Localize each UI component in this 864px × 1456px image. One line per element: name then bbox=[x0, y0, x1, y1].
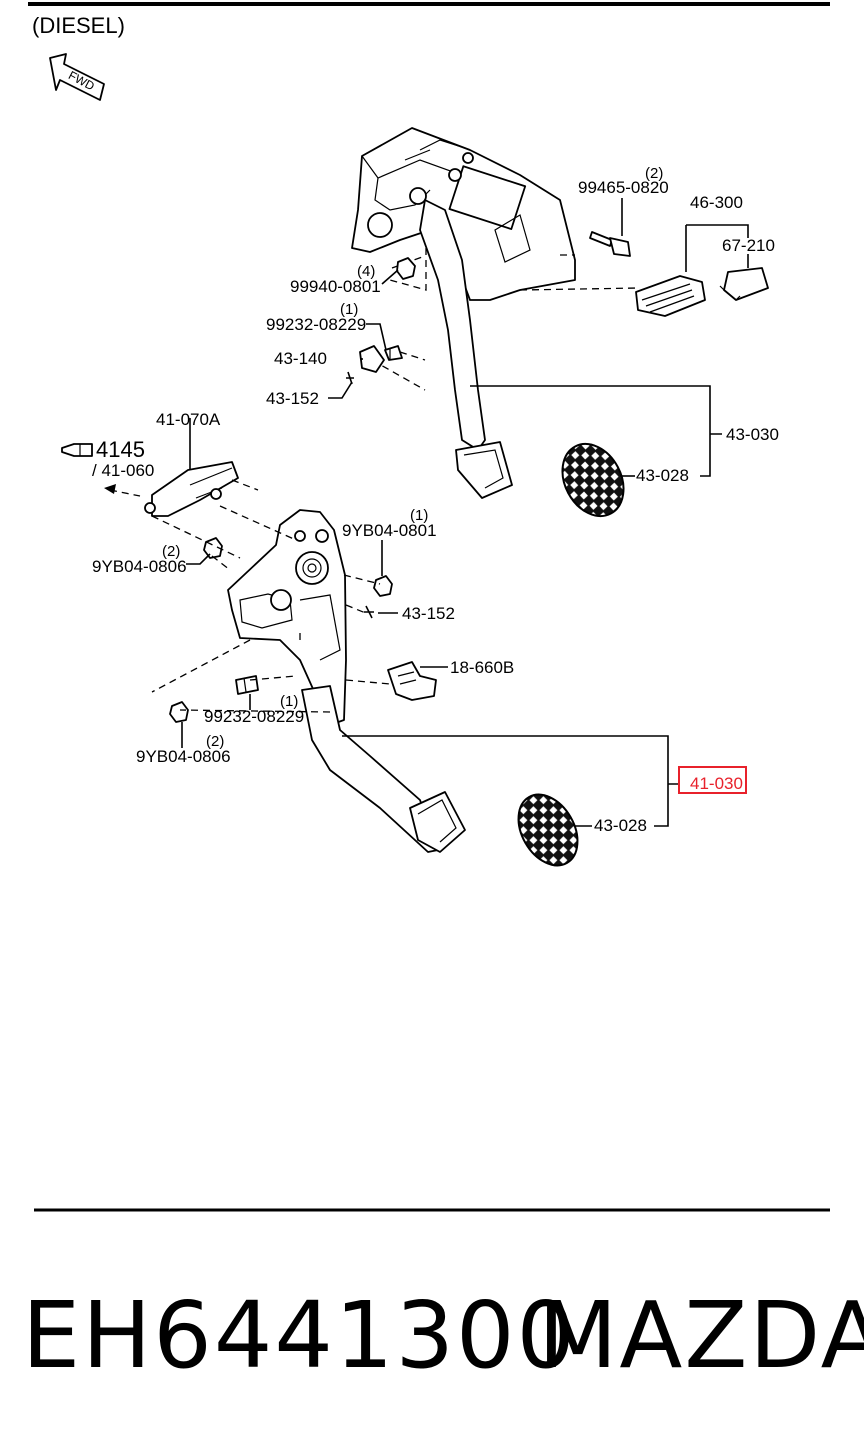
variant-label: (DIESEL) bbox=[32, 13, 125, 38]
callout-43-152-top: 43-152 bbox=[266, 389, 319, 408]
reference-number: 4145 bbox=[96, 437, 145, 462]
callout-qty: (4) bbox=[357, 263, 375, 280]
clip-icon bbox=[359, 345, 385, 373]
callout-99232-08229-bottom: 99232-08229 bbox=[204, 707, 304, 726]
switch-connector bbox=[719, 267, 769, 301]
cotter-pin-icon bbox=[364, 605, 374, 619]
clutch-switch bbox=[387, 661, 437, 701]
clutch-pedal-arm bbox=[301, 685, 466, 853]
callout-43-030-top: 43-030 bbox=[726, 425, 779, 444]
callout-43-028-bottom: 43-028 bbox=[594, 816, 647, 835]
clutch-pedal-pad bbox=[517, 793, 579, 867]
callout-18-660b: 18-660B bbox=[450, 658, 514, 677]
brake-switch bbox=[635, 275, 706, 317]
callout-9yb04-0806-bottom: 9YB04-0806 bbox=[136, 747, 231, 766]
highlight-box bbox=[678, 766, 747, 794]
callout-41-060: / 41-060 bbox=[92, 461, 154, 480]
callout-43-152-mid: 43-152 bbox=[402, 604, 455, 623]
nut-icon bbox=[396, 257, 416, 280]
callout-41-030-highlighted: 41-030 bbox=[690, 774, 743, 793]
callout-qty: (2) bbox=[206, 733, 224, 750]
callout-qty: (2) bbox=[645, 165, 663, 182]
callout-99232-08229-top: 99232-08229 bbox=[266, 315, 366, 334]
callout-qty: (1) bbox=[410, 507, 428, 524]
callout-9yb04-0801: 9YB04-0801 bbox=[342, 521, 437, 540]
clutch-pedal-bracket bbox=[227, 509, 347, 726]
callout-qty: (2) bbox=[162, 543, 180, 560]
brake-pedal-arm bbox=[419, 199, 513, 499]
brand-name: MAZDA bbox=[538, 1282, 864, 1389]
nut-icon bbox=[169, 701, 189, 723]
forward-arrow-41060 bbox=[109, 489, 141, 497]
clutch-master-cylinder-bracket bbox=[144, 461, 239, 517]
callout-99465-0820: 99465-0820 bbox=[578, 178, 669, 197]
callout-qty: (1) bbox=[280, 693, 298, 710]
nut-icon bbox=[373, 575, 393, 597]
callout-46-300: 46-300 bbox=[690, 193, 743, 212]
brake-pedal-bracket bbox=[351, 127, 576, 301]
cotter-pin-icon bbox=[346, 371, 354, 385]
callout-41-070a: 41-070A bbox=[156, 410, 221, 429]
bolt-icon bbox=[235, 675, 259, 695]
callout-qty: (1) bbox=[340, 301, 358, 318]
bolt-icon bbox=[384, 345, 403, 361]
callout-43-140: 43-140 bbox=[274, 349, 327, 368]
brake-pedal-pad bbox=[561, 442, 625, 518]
callout-43-028-top: 43-028 bbox=[636, 466, 689, 485]
callout-9yb04-0806-left: 9YB04-0806 bbox=[92, 557, 187, 576]
bolt-icon bbox=[589, 231, 631, 257]
callout-99940-0801: 99940-0801 bbox=[290, 277, 381, 296]
fwd-arrow-icon: FWD bbox=[49, 53, 105, 101]
callout-67-210: 67-210 bbox=[722, 236, 775, 255]
reference-pointer-icon bbox=[61, 443, 93, 457]
part-number: EH6441300 bbox=[22, 1282, 578, 1389]
